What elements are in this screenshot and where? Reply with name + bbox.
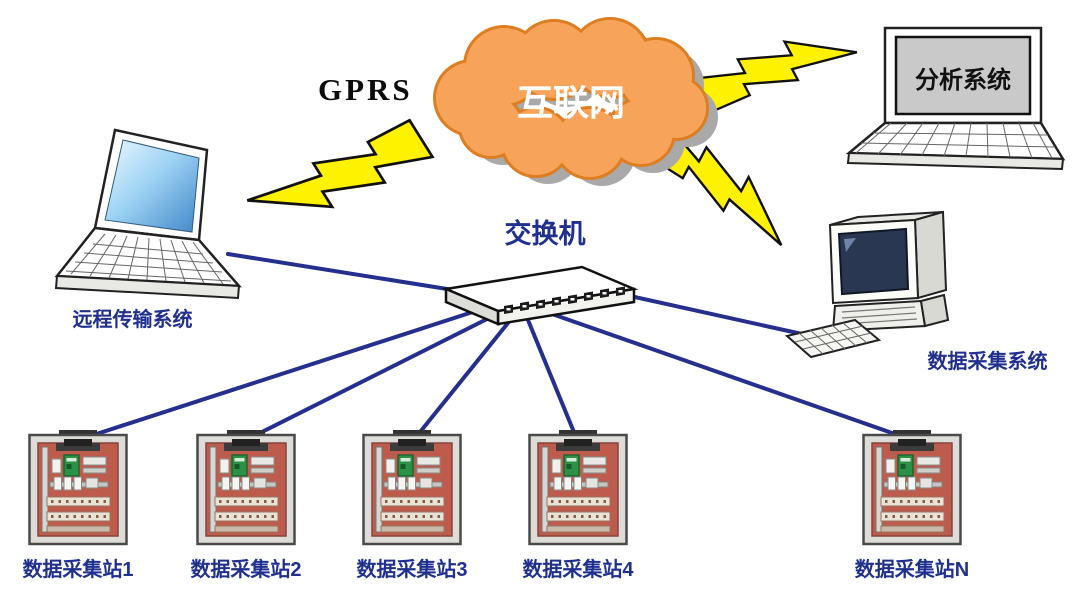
station-1-label: 数据采集站1: [22, 559, 134, 581]
analysis-system-label: 分析系统: [915, 67, 1011, 94]
cabinet-station-n-icon: [862, 428, 962, 546]
internet-label: 互联网: [516, 82, 625, 123]
station-n-label: 数据采集站N: [854, 559, 970, 581]
desktop-acquisition-system-icon: [784, 210, 950, 359]
remote-transmission-label: 远程传输系统: [72, 309, 193, 331]
station-4-label: 数据采集站4: [522, 559, 634, 581]
lightning-bolt-right-icon: [694, 4, 859, 127]
cabinet-station-4-icon: [528, 428, 628, 546]
lightning-bolt-left-icon: [246, 103, 434, 254]
cabinet-station-3-icon: [362, 428, 462, 546]
link-switch-station-2: [244, 312, 499, 442]
gprs-label: GPRS: [318, 72, 413, 107]
cabinet-station-2-icon: [196, 428, 296, 546]
switch-label: 交换机: [504, 219, 586, 249]
data-acquisition-label: 数据采集系统: [927, 351, 1048, 373]
link-switch-station-4: [526, 318, 580, 444]
cabinet-station-1-icon: [28, 428, 128, 546]
link-switch-desktop: [628, 294, 804, 336]
connection-lines: [76, 252, 914, 444]
station-2-label: 数据采集站2: [190, 559, 302, 581]
cloud-body: [436, 20, 706, 177]
link-switch-station-3: [410, 316, 514, 444]
station-3-label: 数据采集站3: [356, 559, 468, 581]
link-switch-station-1: [76, 306, 487, 442]
laptop-remote-transmission-icon: [54, 128, 242, 300]
link-switch-station-n: [550, 312, 914, 442]
network-switch-icon: [441, 265, 639, 326]
internet-cloud: [433, 17, 718, 186]
laptop-analysis-system-icon: [845, 26, 1066, 171]
link-laptop-switch: [226, 252, 468, 294]
